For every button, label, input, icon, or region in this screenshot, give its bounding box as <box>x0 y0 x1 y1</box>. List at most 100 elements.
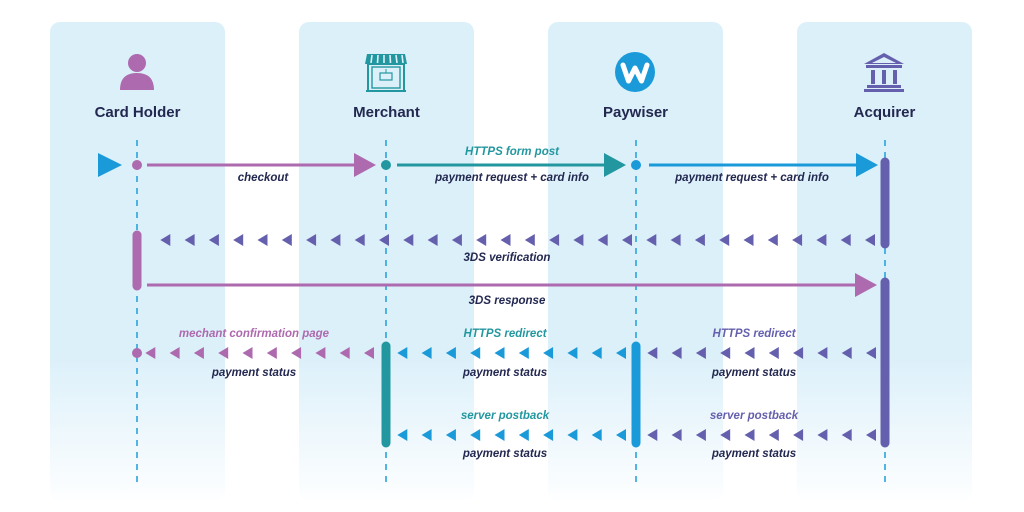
arrow-merchant-confirmation-arrowhead-7 <box>193 347 204 359</box>
arrow-postback-merchant-arrowhead-6 <box>470 429 481 441</box>
arrow-3ds-verification-arrowhead-1 <box>840 234 851 246</box>
arrow-postback-paywiser-arrowhead-1 <box>841 429 852 441</box>
arrow-redirect-merchant-arrowhead-9 <box>397 347 408 359</box>
arrow-checkout-arrowhead-icon <box>354 153 376 177</box>
arrow-3ds-verification-arrowhead-13 <box>549 234 560 246</box>
arrow-postback-paywiser-arrowhead-8 <box>671 429 682 441</box>
arrow-form-post-arrowhead-icon <box>604 153 626 177</box>
actor-label-acquirer: Acquirer <box>853 104 916 121</box>
dot-paywiser <box>631 160 641 170</box>
arrow-3ds-verification-arrowhead-4 <box>767 234 778 246</box>
arrow-postback-merchant-arrowhead-3 <box>543 429 554 441</box>
label-postback-merchant-below: payment status <box>462 448 548 460</box>
arrow-3ds-verification-arrowhead-29 <box>160 234 171 246</box>
dot-cardholder-start <box>132 160 142 170</box>
arrow-3ds-verification-arrowhead-21 <box>354 234 365 246</box>
arrow-merchant-confirmation-arrowhead-2 <box>315 347 326 359</box>
arrow-postback-merchant-arrowhead-5 <box>494 429 505 441</box>
arrow-redirect-paywiser-arrowhead-2 <box>817 347 828 359</box>
arrow-merchant-confirmation-arrowhead-3 <box>291 347 302 359</box>
label-postback-paywiser-below: payment status <box>711 448 797 460</box>
arrow-postback-merchant-arrowhead-1 <box>591 429 602 441</box>
arrow-postback-merchant-arrowhead-8 <box>421 429 432 441</box>
start-marker-icon <box>98 153 122 177</box>
arrow-merchant-confirmation-arrowhead-4 <box>266 347 277 359</box>
arrow-3ds-verification-arrowhead-24 <box>281 234 292 246</box>
arrow-redirect-merchant-arrowhead-6 <box>470 347 481 359</box>
arrow-postback-paywiser-arrowhead-9 <box>647 429 658 441</box>
arrow-redirect-merchant-arrowhead-2 <box>567 347 578 359</box>
arrow-redirect-merchant-arrowhead-5 <box>494 347 505 359</box>
label-redirect-merchant-above: HTTPS redirect <box>463 328 547 340</box>
arrow-redirect-merchant-arrowhead-7 <box>445 347 456 359</box>
label-3ds-response: 3DS response <box>468 295 546 307</box>
arrow-redirect-paywiser-arrowhead-7 <box>695 347 706 359</box>
arrow-redirect-merchant-arrowhead-3 <box>543 347 554 359</box>
arrow-merchant-confirmation-arrowhead-8 <box>169 347 180 359</box>
bank-icon <box>864 53 904 92</box>
person-icon <box>120 54 154 90</box>
arrow-redirect-paywiser-arrowhead-3 <box>793 347 804 359</box>
arrow-redirect-paywiser-arrowhead-5 <box>744 347 755 359</box>
arrow-3ds-verification-arrowhead-5 <box>743 234 754 246</box>
arrow-redirect-merchant-arrowhead-4 <box>518 347 529 359</box>
arrow-3ds-verification-arrowhead-16 <box>476 234 487 246</box>
arrow-postback-paywiser-arrowhead-6 <box>720 429 731 441</box>
arrow-3ds-verification-arrowhead-7 <box>694 234 705 246</box>
arrow-3ds-verification-arrowhead-26 <box>233 234 244 246</box>
storefront-icon <box>365 54 407 92</box>
arrow-3ds-verification-arrowhead-12 <box>573 234 584 246</box>
arrow-postback-merchant-arrowhead-4 <box>518 429 529 441</box>
arrow-3ds-verification-arrowhead-3 <box>792 234 803 246</box>
arrow-3ds-response-arrowhead-icon <box>855 273 877 297</box>
label-merchant-confirmation-above: mechant confirmation page <box>178 328 330 340</box>
arrow-redirect-merchant-arrowhead-1 <box>591 347 602 359</box>
arrow-redirect-merchant-arrowhead-0 <box>616 347 626 359</box>
arrow-3ds-verification-arrowhead-19 <box>403 234 414 246</box>
arrow-3ds-verification-arrowhead-9 <box>646 234 657 246</box>
arrow-3ds-verification-arrowhead-14 <box>524 234 535 246</box>
arrow-merchant-confirmation-arrowhead-9 <box>145 347 156 359</box>
label-redirect-paywiser-below: payment status <box>711 367 797 379</box>
arrow-3ds-verification-arrowhead-11 <box>597 234 608 246</box>
arrow-postback-merchant-arrowhead-2 <box>567 429 578 441</box>
arrow-postback-paywiser-arrowhead-3 <box>793 429 804 441</box>
arrow-postback-paywiser-arrowhead-0 <box>866 429 876 441</box>
label-payment-request: payment request + card info <box>675 172 829 184</box>
arrow-3ds-verification-arrowhead-17 <box>451 234 462 246</box>
arrow-postback-merchant-arrowhead-0 <box>616 429 626 441</box>
arrow-postback-merchant-arrowhead-9 <box>397 429 408 441</box>
label-postback-paywiser-above: server postback <box>709 410 799 422</box>
arrow-merchant-confirmation-arrowhead-5 <box>242 347 253 359</box>
arrow-3ds-verification-arrowhead-10 <box>622 234 632 246</box>
arrow-3ds-verification-arrowhead-18 <box>427 234 438 246</box>
arrow-merchant-confirmation-arrowhead-1 <box>339 347 350 359</box>
arrow-postback-paywiser-arrowhead-4 <box>768 429 779 441</box>
dot-cardholder-end <box>132 348 142 358</box>
arrow-3ds-verification-arrowhead-27 <box>208 234 219 246</box>
label-3ds-verification: 3DS verification <box>463 252 551 264</box>
arrow-redirect-paywiser-arrowhead-4 <box>768 347 779 359</box>
arrow-3ds-verification-arrowhead-22 <box>330 234 341 246</box>
arrow-merchant-confirmation-arrowhead-6 <box>218 347 229 359</box>
arrow-postback-paywiser-arrowhead-7 <box>695 429 706 441</box>
actor-label-merchant: Merchant <box>353 104 420 121</box>
label-redirect-paywiser-above: HTTPS redirect <box>712 328 796 340</box>
arrow-postback-paywiser-arrowhead-2 <box>817 429 828 441</box>
arrow-3ds-verification-arrowhead-6 <box>719 234 730 246</box>
arrow-3ds-verification-arrowhead-8 <box>670 234 681 246</box>
arrow-merchant-confirmation-arrowhead-0 <box>364 347 374 359</box>
label-form-post-below: payment request + card info <box>435 172 589 184</box>
label-redirect-merchant-below: payment status <box>462 367 548 379</box>
actor-label-cardholder: Card Holder <box>94 104 181 121</box>
arrow-redirect-paywiser-arrowhead-1 <box>841 347 852 359</box>
arrow-redirect-paywiser-arrowhead-6 <box>720 347 731 359</box>
label-checkout: checkout <box>237 172 289 184</box>
arrow-postback-paywiser-arrowhead-5 <box>744 429 755 441</box>
arrow-3ds-verification-arrowhead-23 <box>306 234 317 246</box>
arrow-redirect-paywiser-arrowhead-9 <box>647 347 658 359</box>
paywiser-logo-icon <box>615 52 655 92</box>
dot-merchant <box>381 160 391 170</box>
arrow-3ds-verification-arrowhead-20 <box>379 234 389 246</box>
